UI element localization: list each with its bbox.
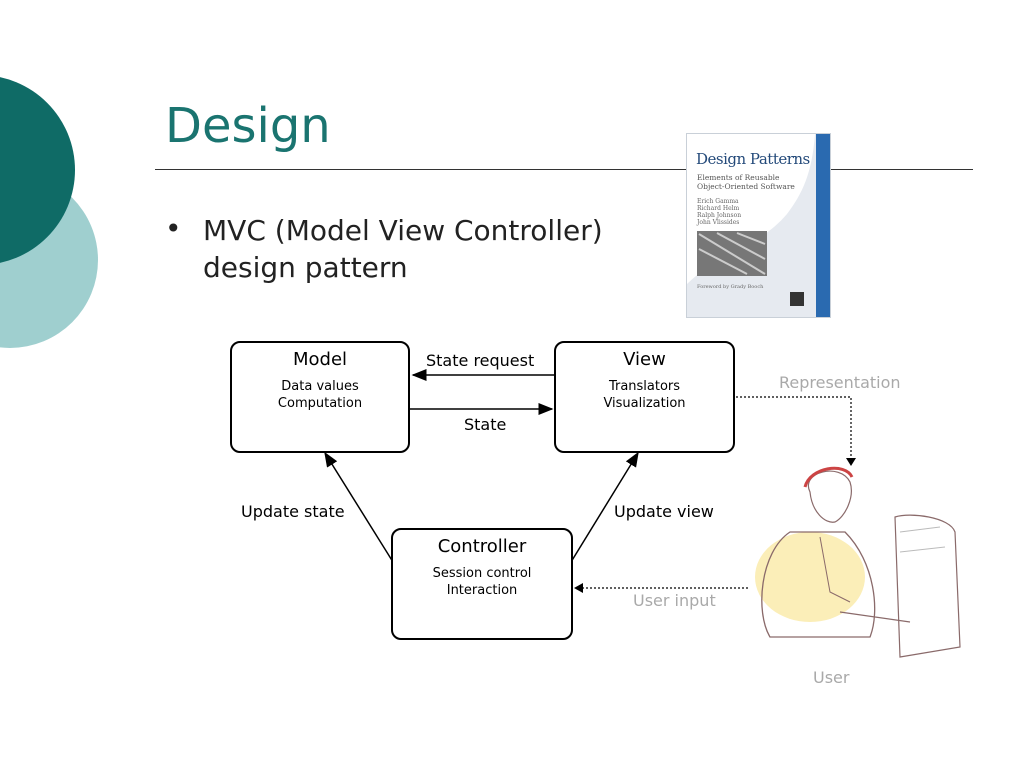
- view-heading: View: [623, 349, 666, 370]
- arrow-representation: [736, 396, 852, 463]
- arrow-update-view: [570, 451, 639, 563]
- label-user: User: [813, 668, 850, 687]
- label-representation: Representation: [779, 373, 901, 392]
- book-authors: Erich Gamma Richard Helm Ralph Johnson J…: [697, 198, 741, 226]
- controller-line: Session control: [432, 566, 532, 581]
- decorative-circles: [0, 77, 98, 348]
- controller-line: Interaction: [446, 583, 518, 598]
- title-divider: [155, 169, 973, 170]
- user-at-computer-illustration: [755, 466, 961, 658]
- arrow-update-state: [324, 451, 394, 563]
- model-heading: Model: [292, 349, 348, 370]
- book-author: John Vlissides: [697, 219, 740, 226]
- bullet-marker: •: [165, 212, 182, 245]
- book-swoosh: [687, 134, 830, 317]
- design-patterns-book-cover: Design Patterns Elements of Reusable Obj…: [686, 133, 831, 318]
- book-author: Ralph Johnson: [697, 212, 742, 219]
- controller-box: Controller Session control Interaction: [391, 528, 573, 640]
- book-title: Design Patterns: [696, 150, 810, 168]
- book-spine: [816, 134, 830, 317]
- slide-title: Design: [165, 98, 331, 154]
- label-user-input: User input: [633, 591, 716, 610]
- book-author: Erich Gamma: [697, 198, 739, 205]
- book-foreword: Foreword by Grady Booch: [697, 284, 764, 290]
- view-line: Translators: [608, 379, 681, 394]
- bullet-text: MVC (Model View Controller) design patte…: [203, 214, 603, 284]
- model-line: Computation: [277, 396, 363, 411]
- view-line: Visualization: [603, 396, 686, 411]
- controller-heading: Controller: [437, 536, 527, 557]
- book-author: Richard Helm: [697, 205, 740, 212]
- label-state-request: State request: [426, 351, 535, 370]
- label-state: State: [464, 415, 507, 434]
- book-subtitle: Elements of Reusable Object-Oriented Sof…: [697, 173, 795, 191]
- label-update-state: Update state: [241, 502, 345, 521]
- model-box: Model Data values Computation: [230, 341, 410, 453]
- label-update-view: Update view: [614, 502, 714, 521]
- model-line: Data values: [281, 379, 359, 394]
- view-box: View Translators Visualization: [554, 341, 735, 453]
